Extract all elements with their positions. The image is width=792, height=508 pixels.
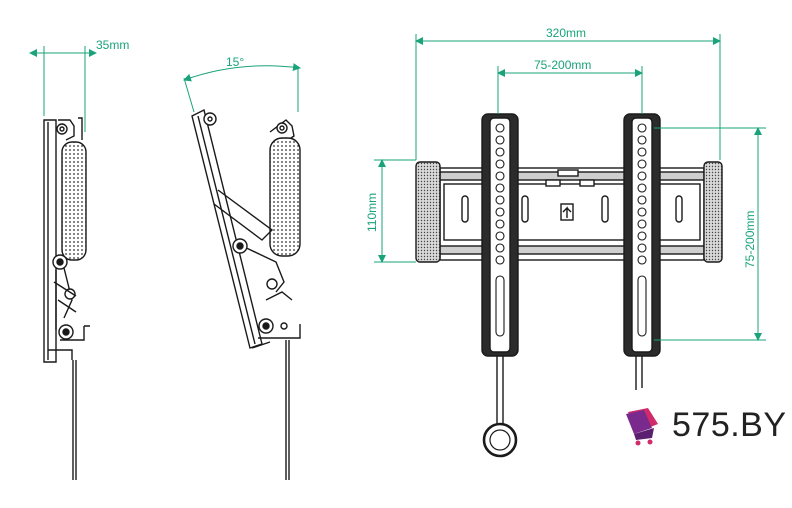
brand-logo: 575.BY (622, 402, 787, 448)
shopping-cart-icon (626, 408, 658, 446)
height-label: 110mm (365, 193, 379, 232)
vesa-horizontal-label: 75-200mm (534, 58, 591, 72)
front-view (415, 113, 723, 458)
depth-dimension: 35mm (29, 38, 129, 132)
side-view-flat (43, 117, 90, 480)
width-label: 320mm (546, 26, 586, 40)
vesa-vertical-dimension: 75-200mm (654, 127, 766, 341)
height-dimension: 110mm (365, 159, 416, 263)
width-dimension: 320mm (415, 26, 721, 160)
tilt-dimension: 15° (183, 55, 301, 113)
brand-name: 575.BY (672, 405, 787, 444)
tilt-label: 15° (226, 55, 244, 69)
vesa-horizontal-dimension: 75-200mm (497, 58, 643, 114)
vesa-vertical-label: 75-200mm (743, 211, 757, 268)
side-view-tilted (191, 108, 301, 480)
depth-label: 35mm (96, 38, 129, 52)
